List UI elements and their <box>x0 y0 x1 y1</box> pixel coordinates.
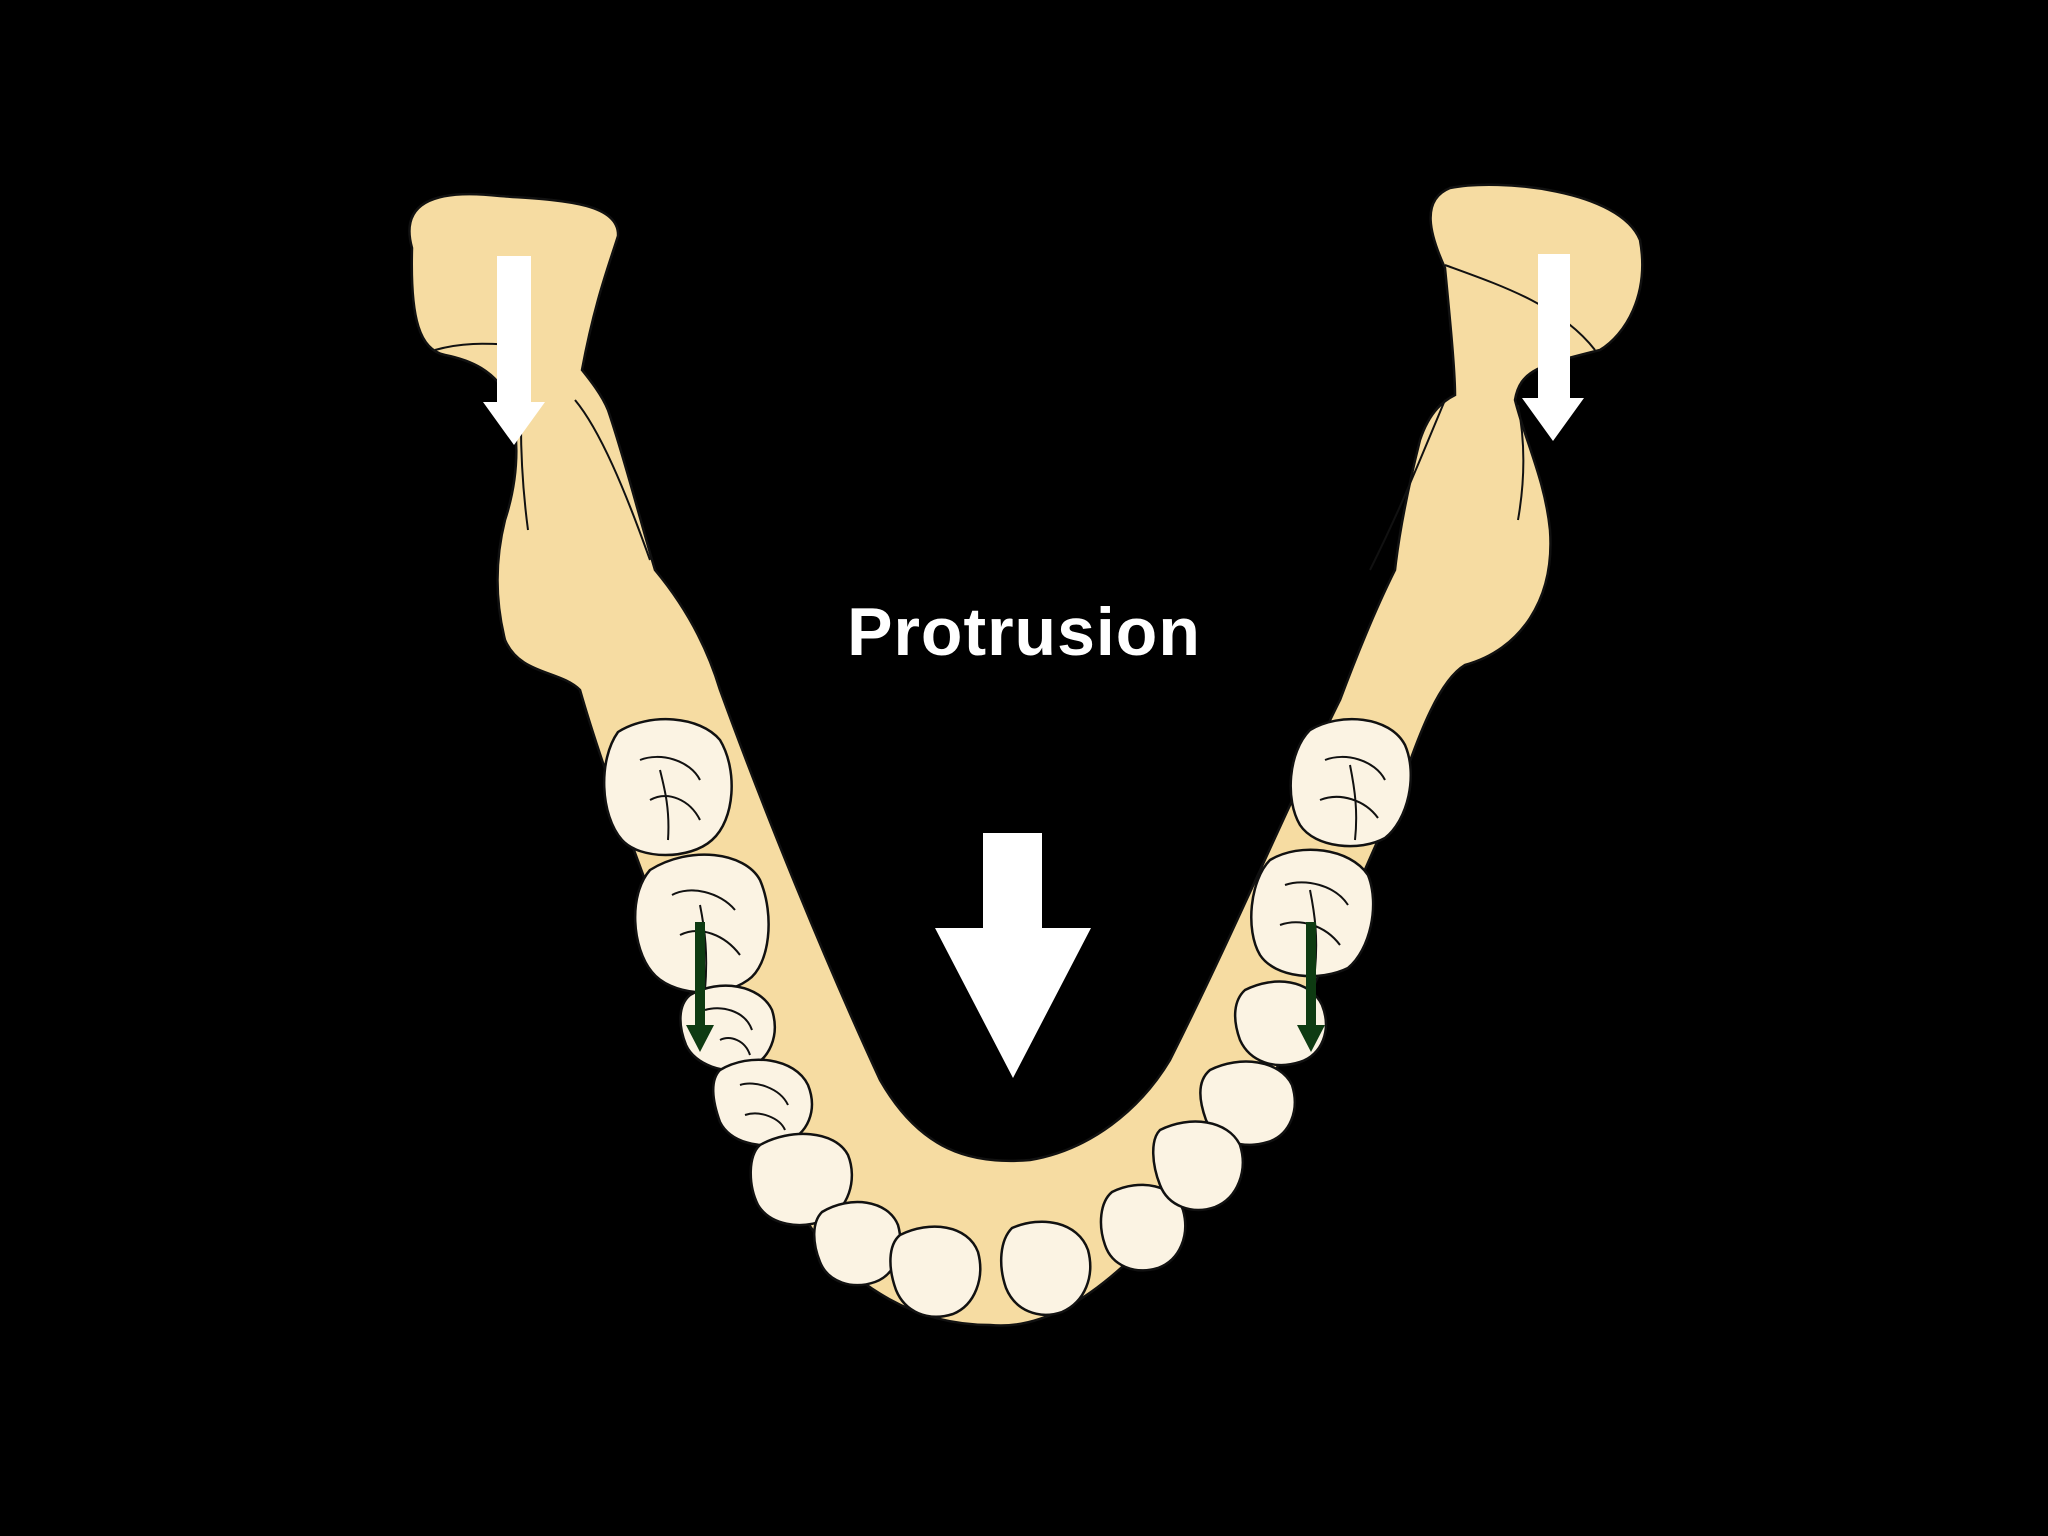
left-lateral-incisor <box>813 1200 902 1287</box>
left-central-incisor <box>889 1225 982 1318</box>
right-central-incisor <box>1000 1220 1092 1316</box>
right-condyle-contour <box>1444 264 1596 351</box>
right-molar-1 <box>1289 717 1412 848</box>
left-tooth-arrow-down <box>686 922 714 1052</box>
left-premolar-2 <box>712 1058 814 1147</box>
right-premolar-1 <box>1233 980 1328 1067</box>
right-condyle-arrow-down <box>1522 254 1584 441</box>
right-neck-contour <box>1517 404 1525 521</box>
left-coronoid-contour <box>574 399 651 561</box>
right-premolar-2 <box>1199 1060 1296 1147</box>
center-arrow-down <box>935 833 1091 1078</box>
mandible-bone <box>408 183 1644 1327</box>
right-coronoid-contour <box>1369 399 1446 571</box>
left-molar-1 <box>603 717 733 857</box>
right-canine <box>1152 1120 1244 1212</box>
right-tooth-arrow-down <box>1297 922 1325 1052</box>
left-condyle-arrow-down <box>483 256 545 445</box>
diagram-title: Protrusion <box>847 594 1201 670</box>
